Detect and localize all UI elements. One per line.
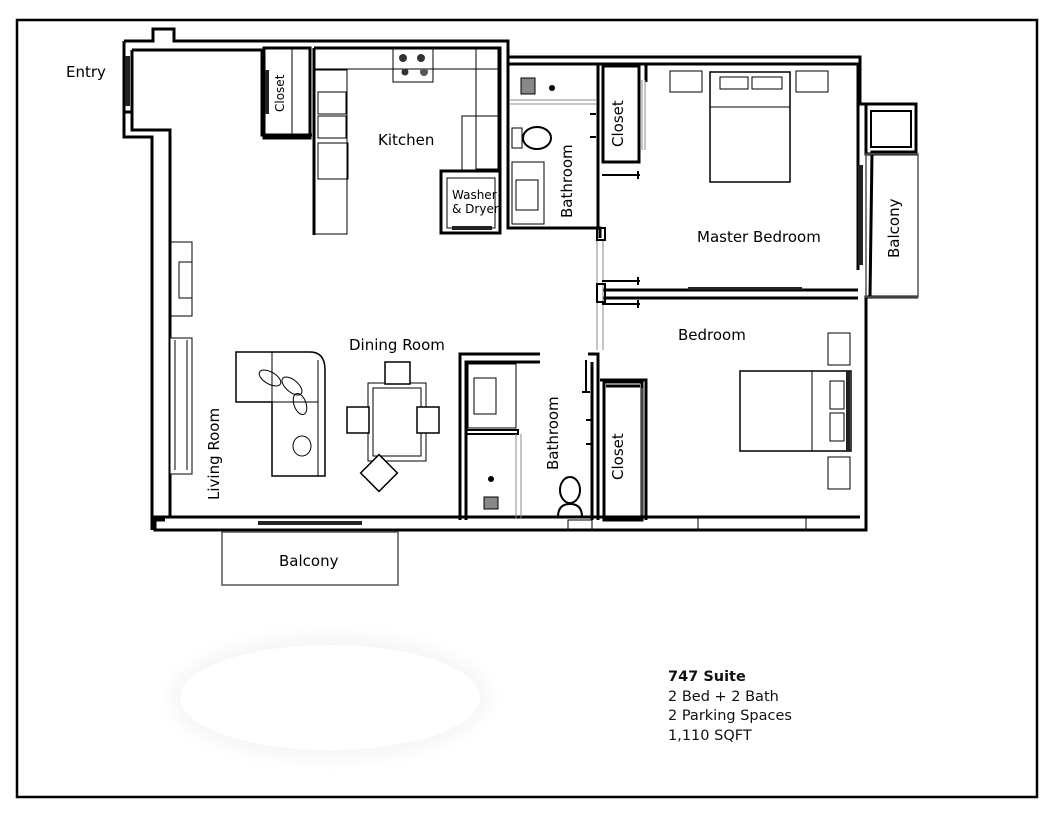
suite-info: 747 Suite 2 Bed + 2 Bath 2 Parking Space… <box>668 668 792 746</box>
bottom-balcony <box>221 521 399 586</box>
kitchen-sink <box>317 91 347 115</box>
fridge <box>461 115 501 171</box>
label-closet-second: Closet <box>609 433 627 480</box>
page-frame <box>15 18 1039 799</box>
door-swings <box>582 171 640 393</box>
label-master-bedroom: Master Bedroom <box>697 228 821 246</box>
washer-dryer-closet <box>439 169 502 235</box>
toilet <box>522 126 552 150</box>
living-room-furniture <box>169 241 326 477</box>
label-living-room: Living Room <box>205 408 223 500</box>
label-bedroom: Bedroom <box>678 326 746 344</box>
label-washer: Washer <box>452 188 497 202</box>
suite-beds-baths: 2 Bed + 2 Bath <box>668 688 779 705</box>
dining-table <box>346 361 440 493</box>
suite-parking: 2 Parking Spaces <box>668 708 792 724</box>
label-balcony-right: Balcony <box>885 198 903 258</box>
second-toilet <box>559 476 581 504</box>
label-closet-entry: Closet <box>273 74 287 112</box>
faded-watermark <box>180 645 480 750</box>
suite-name: 747 Suite <box>668 669 746 685</box>
master-closet <box>601 64 646 164</box>
second-bed <box>697 332 852 530</box>
vanity <box>511 161 545 225</box>
label-bathroom-master: Bathroom <box>558 144 576 218</box>
master-bathroom <box>506 62 600 230</box>
label-dryer: & Dryer <box>452 202 499 216</box>
second-closet <box>602 380 644 522</box>
entry-door <box>125 56 130 106</box>
suite-area: 1,110 SQFT <box>668 727 752 744</box>
right-balcony <box>858 102 919 298</box>
label-balcony-bottom: Balcony <box>279 552 339 570</box>
master-bed <box>669 70 829 290</box>
label-kitchen: Kitchen <box>378 131 434 149</box>
label-entry: Entry <box>66 63 106 81</box>
entry-closet <box>262 46 312 140</box>
label-dining-room: Dining Room <box>349 336 445 354</box>
second-bathroom <box>465 363 593 531</box>
label-bathroom-second: Bathroom <box>544 396 562 470</box>
label-closet-master: Closet <box>609 100 627 147</box>
stove <box>392 48 434 83</box>
